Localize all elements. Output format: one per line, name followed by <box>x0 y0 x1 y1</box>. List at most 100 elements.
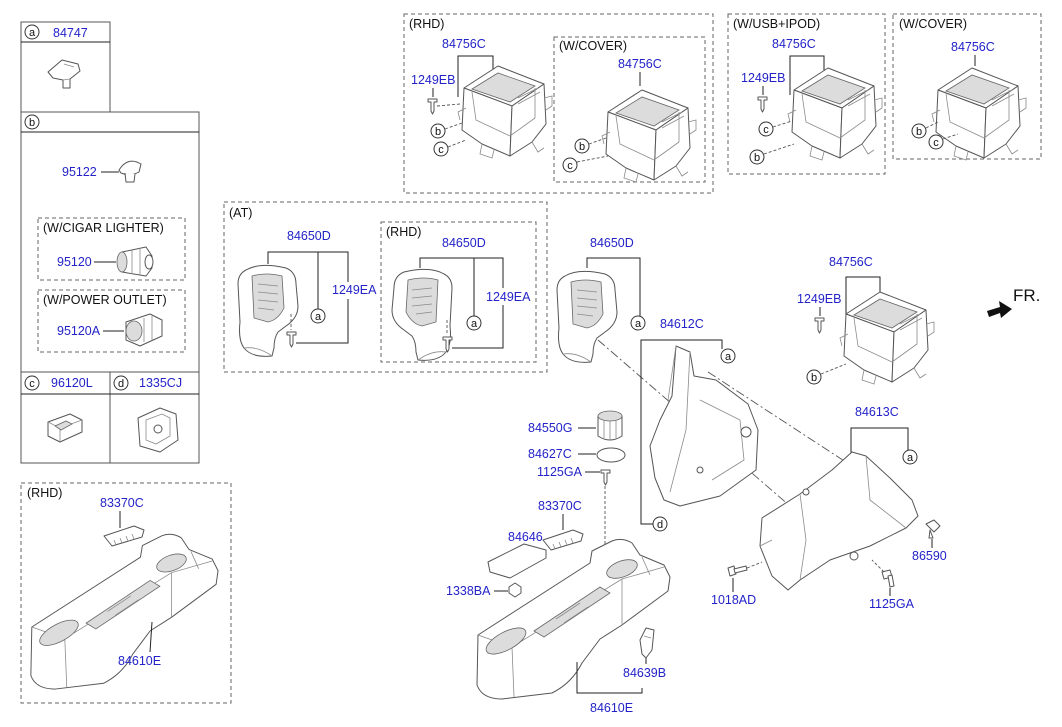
part-number-84756C: 84756C <box>951 40 995 54</box>
callout-c: c <box>928 134 944 150</box>
assembly-line <box>942 133 959 140</box>
callout-a: a <box>24 24 40 40</box>
at-group: (AT) 84650D 1249EA a (RHD) 84650D 1249EA… <box>223 201 548 373</box>
knob-cover-part <box>391 268 453 361</box>
part-number-84613C: 84613C <box>855 405 899 419</box>
callout-b: b <box>430 123 446 139</box>
part-number-84646: 84646 <box>508 530 543 544</box>
assembly-line <box>444 122 463 130</box>
assembly-line <box>588 137 607 145</box>
screw-part <box>427 98 438 115</box>
leader-bracket <box>845 276 881 322</box>
assembly-line <box>576 155 609 163</box>
knob-cover-part <box>237 264 299 357</box>
callout-letter: b <box>754 152 760 164</box>
rhd-holder-group-label: (RHD) <box>409 17 444 31</box>
part-number-84756C: 84756C <box>829 255 873 269</box>
leader-bracket <box>640 339 723 525</box>
callout-letter: c <box>29 378 35 390</box>
callout-a: a <box>902 449 918 465</box>
callout-letter: a <box>29 27 36 39</box>
callout-a: a <box>630 315 646 331</box>
main-assembly: 84650D a 84756C 1249EB b FR. 84612C <box>446 236 1040 715</box>
part-number-84639B: 84639B <box>623 666 666 680</box>
callout-letter: b <box>579 141 585 153</box>
holder-with-cover-part <box>931 67 1027 161</box>
rhd-console-group: (RHD) 83370C 84610E <box>20 482 232 704</box>
usb-ipod-group-box <box>727 13 886 175</box>
at-group-box <box>223 201 548 373</box>
part-number-86590: 86590 <box>912 549 947 563</box>
part-number-1249EA: 1249EA <box>332 283 377 297</box>
clip-part <box>925 519 941 539</box>
bolt-part <box>727 565 748 577</box>
callout-letter: d <box>118 378 124 390</box>
bracket-part <box>639 627 655 659</box>
part-number-1249EB: 1249EB <box>411 73 455 87</box>
assembly-line <box>925 121 939 129</box>
holder-with-cover-part <box>601 89 697 183</box>
callout-letter: a <box>471 318 478 330</box>
leader-bracket <box>789 55 825 95</box>
callout-letter: a <box>635 318 642 330</box>
ring-part <box>596 447 626 463</box>
w-cover-sub-group-box <box>553 36 706 183</box>
usb-ipod-group-label: (W/USB+IPOD) <box>733 17 820 31</box>
callout-a: a <box>720 348 736 364</box>
leader-bracket <box>576 662 643 694</box>
callout-letter: b <box>811 372 817 384</box>
part-number-1125GA: 1125GA <box>537 465 583 479</box>
part-number-83370C: 83370C <box>538 499 582 513</box>
part-number-1125GA: 1125GA <box>869 597 915 611</box>
w-cover-group: (W/COVER) 84756C b c <box>892 13 1042 161</box>
callout-letter: c <box>438 144 444 156</box>
part-number-84650D: 84650D <box>287 229 331 243</box>
w-cover-sub-group-label: (W/COVER) <box>559 39 627 53</box>
callout-letter: a <box>725 351 732 363</box>
callout-b: b <box>24 114 40 130</box>
leader-bracket <box>586 257 641 316</box>
legend-cell-d <box>109 371 200 464</box>
connector-part-icon <box>47 413 83 443</box>
callout-b: b <box>911 123 927 139</box>
part-number-83370C: 83370C <box>100 496 144 510</box>
callout-letter: c <box>933 137 939 149</box>
part-number-84650D: 84650D <box>442 236 486 250</box>
callout-a: a <box>310 308 326 324</box>
callout-c: c <box>758 121 774 137</box>
cigar-lighter-group-box <box>37 217 186 281</box>
assembly-line <box>763 143 795 155</box>
assembly-line <box>871 559 885 573</box>
assembly-line <box>746 561 763 569</box>
part-number-84650D: 84650D <box>590 236 634 250</box>
callout-letter: c <box>763 124 769 136</box>
part-number-1249EB: 1249EB <box>797 292 841 306</box>
callout-c: c <box>433 141 449 157</box>
leader-bracket <box>267 251 349 344</box>
callout-b: b <box>806 369 822 385</box>
assembly-line <box>772 120 793 128</box>
left-side-panel-part <box>649 345 759 507</box>
part-number-84756C: 84756C <box>442 37 486 51</box>
part-number-1018AD: 1018AD <box>711 593 756 607</box>
front-direction-label: FR. <box>1013 286 1040 305</box>
part-number-84747: 84747 <box>53 26 88 40</box>
part-number-84756C: 84756C <box>618 57 662 71</box>
callout-b: b <box>574 138 590 154</box>
armrest-cap-part <box>103 525 145 547</box>
part-number-96120L: 96120L <box>51 376 93 390</box>
callout-letter: b <box>916 126 922 138</box>
assembly-line <box>820 363 847 375</box>
part-number-1335CJ: 1335CJ <box>139 376 182 390</box>
usb-ipod-group: (W/USB+IPOD) 84756C 1249EB c b <box>727 13 886 175</box>
leader-bracket <box>850 427 909 463</box>
at-rhd-sub-group-label: (RHD) <box>386 225 421 239</box>
rhd-console-group-box <box>20 482 232 704</box>
w-cover-group-box <box>892 13 1042 160</box>
cigar-lighter-part-icon <box>116 246 154 277</box>
callout-letter: d <box>657 519 663 531</box>
leader-bracket <box>419 257 504 349</box>
nut-part <box>508 582 522 598</box>
cup-cap-part <box>597 410 623 441</box>
callout-letter: a <box>907 452 914 464</box>
